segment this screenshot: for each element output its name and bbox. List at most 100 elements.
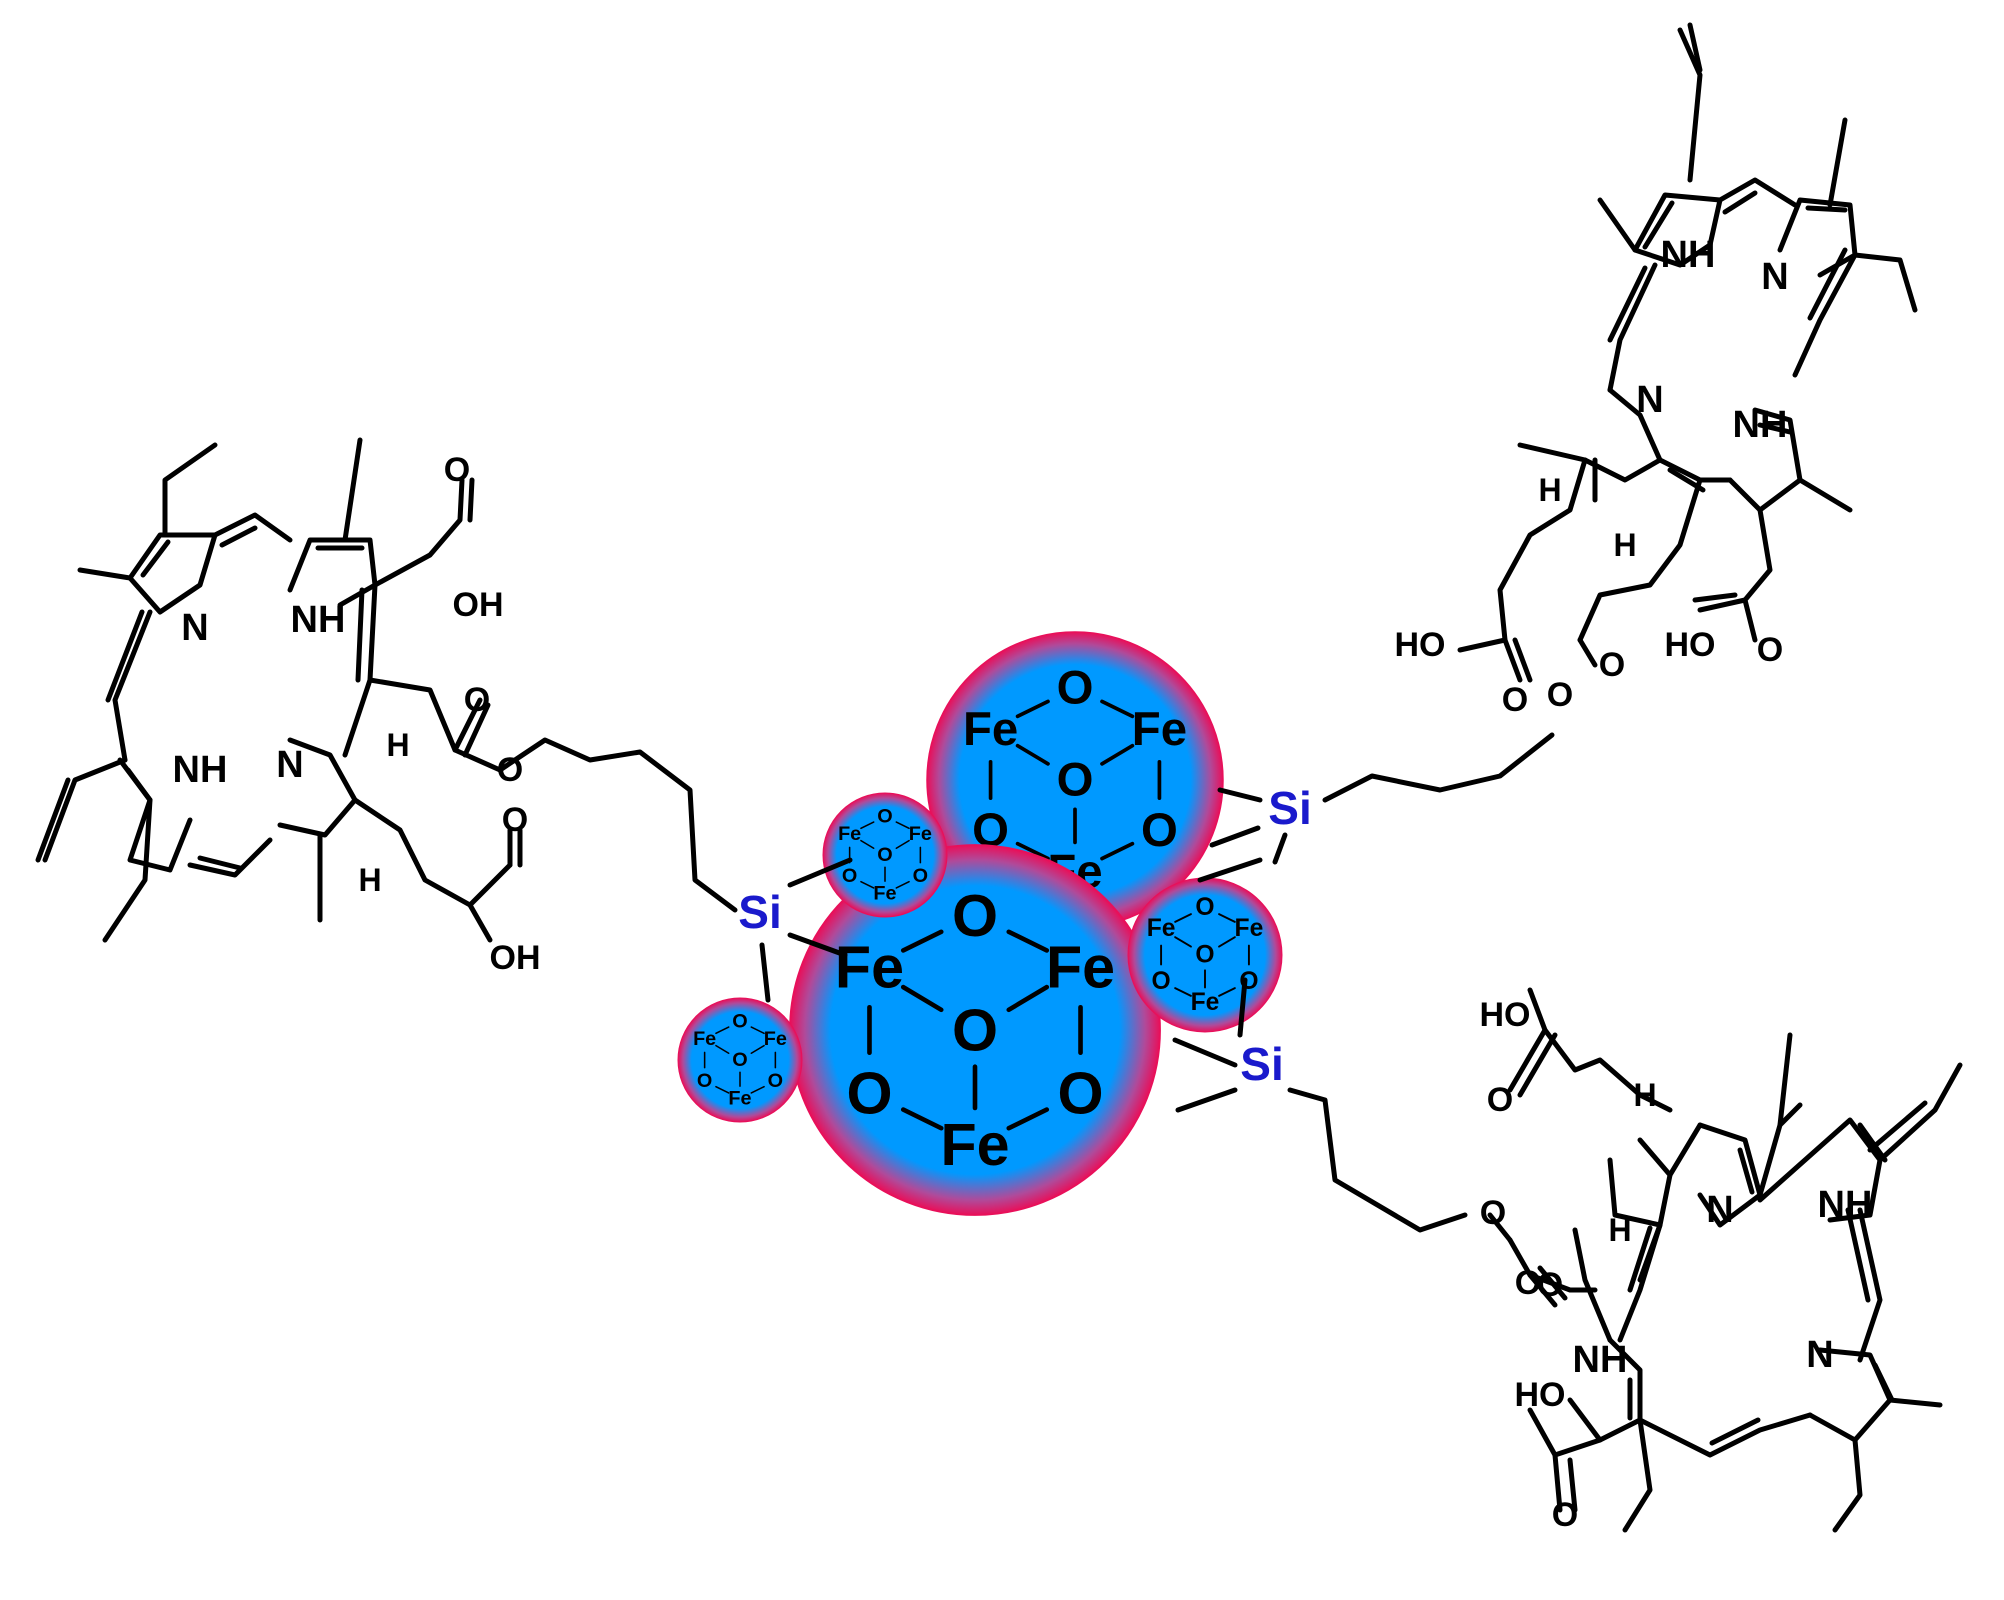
fe-o-bond xyxy=(1100,841,1135,861)
o-atom-label: O xyxy=(1195,894,1214,921)
n-atom-label: N xyxy=(1706,1189,1733,1231)
fe-o-bond xyxy=(750,1044,765,1055)
si-lower-bond xyxy=(1237,977,1248,1038)
fe-o-bond xyxy=(1174,936,1192,948)
o-atom-label: O xyxy=(497,751,523,789)
propyl-chain-lower xyxy=(1287,1087,1468,1233)
fe-o-bond xyxy=(1006,1107,1050,1131)
fe-o-bond xyxy=(900,1107,944,1131)
fe-atom-label: Fe xyxy=(1191,989,1220,1016)
nh-atom-label: NH xyxy=(173,749,228,791)
fe-o-bond xyxy=(860,839,875,850)
si-link-bond xyxy=(1197,857,1263,883)
o-atom-label: O xyxy=(1599,646,1625,684)
h-atom-label: H xyxy=(1538,472,1561,508)
fe-o-bond xyxy=(895,839,910,850)
fe-atom-label: Fe xyxy=(873,882,896,904)
fe-o-bond xyxy=(1015,699,1050,719)
ho-atom-label: HO xyxy=(1515,1376,1566,1414)
fe-o-bond xyxy=(1174,913,1192,923)
si-lower-bond xyxy=(1172,1037,1238,1068)
fe-atom-label: Fe xyxy=(1147,915,1176,942)
fe-o-bond xyxy=(715,1085,730,1094)
fe-atom-label: Fe xyxy=(1132,703,1187,756)
si-left-bond xyxy=(759,942,771,1003)
o-atom-label: O xyxy=(913,865,928,887)
o-atom-label: O xyxy=(877,844,892,866)
fe-o-bond xyxy=(1218,936,1236,948)
o-atom-label: O xyxy=(1552,1496,1578,1534)
propyl-chain-upper xyxy=(1322,732,1555,803)
fe-o-bond xyxy=(1100,699,1135,719)
oh-atom-label: OH xyxy=(490,939,541,977)
si-upper-bond xyxy=(1209,825,1261,848)
fe-o-bond xyxy=(860,821,875,830)
chlorin-molecule-left xyxy=(35,437,523,943)
si-lower-bond xyxy=(1175,1087,1238,1113)
o-atom-label: O xyxy=(768,1070,783,1092)
o-atom-label: O xyxy=(1487,1081,1513,1119)
o-atom-label: O xyxy=(952,882,998,949)
h-atom-label: H xyxy=(1633,1077,1656,1113)
o-atom-label: O xyxy=(1141,804,1178,857)
cluster-sphere xyxy=(822,792,948,918)
o-atom-label: O xyxy=(1480,1194,1506,1232)
fe-atom-label: Fe xyxy=(838,823,861,845)
cluster-sphere xyxy=(677,997,803,1123)
h-atom-label: H xyxy=(386,727,409,763)
nh-atom-label: NH xyxy=(1661,234,1716,276)
fe-atom-label: Fe xyxy=(693,1028,716,1050)
fe-o-bond xyxy=(715,1026,730,1035)
o-atom-label: O xyxy=(444,451,470,489)
fe-atom-label: Fe xyxy=(764,1028,787,1050)
oh-atom-label: OH xyxy=(453,586,504,624)
n-atom-label: N xyxy=(1636,379,1663,421)
o-atom-label: O xyxy=(1502,681,1528,719)
n-atom-label: N xyxy=(1761,256,1788,298)
si-atom-left: Si xyxy=(738,886,781,938)
fe-o-bond xyxy=(1174,987,1192,997)
silane-linkers xyxy=(497,732,1555,1233)
fe-atom-label: Fe xyxy=(1235,915,1264,942)
si-atom-upper: Si xyxy=(1268,782,1311,834)
nh-atom-label: NH xyxy=(1818,1184,1873,1226)
fe-atom-label: Fe xyxy=(728,1087,751,1109)
nh-atom-label: NH xyxy=(1733,404,1788,446)
n-atom-label: N xyxy=(276,744,303,786)
fe-atom-label: Fe xyxy=(940,1111,1009,1178)
fe-o-bond xyxy=(715,1044,730,1055)
si-atom-lower: Si xyxy=(1240,1038,1283,1090)
fe-o-bond xyxy=(1100,743,1135,766)
fe-o-bond xyxy=(895,880,910,889)
ho-atom-label: HO xyxy=(1480,996,1531,1034)
si-left-bond xyxy=(787,932,848,958)
fe-atom-label: Fe xyxy=(835,933,904,1000)
fe-o-bond xyxy=(860,880,875,889)
o-atom-label: O xyxy=(502,801,528,839)
fe-atom-label: Fe xyxy=(963,703,1018,756)
o-atom-label: O xyxy=(1537,1266,1563,1304)
fe-o-bond xyxy=(750,1026,765,1035)
o-atom-label: O xyxy=(952,997,998,1064)
propyl-chain-left xyxy=(497,737,738,913)
fe-o-bond xyxy=(900,929,944,953)
o-atom-label: O xyxy=(1547,676,1573,714)
n-atom-label: N xyxy=(181,607,208,649)
o-atom-label: O xyxy=(846,1060,892,1127)
nh-atom-label: NH xyxy=(291,599,346,641)
fe-atom-label: Fe xyxy=(1046,933,1115,1000)
fe-o-bond xyxy=(895,821,910,830)
fe-o-bond xyxy=(1218,913,1236,923)
h-atom-label: H xyxy=(1608,1212,1631,1248)
chlorin-molecule-lower-right xyxy=(1487,987,1963,1533)
o-atom-label: O xyxy=(697,1070,712,1092)
h-atom-label: H xyxy=(358,862,381,898)
ho-atom-label: HO xyxy=(1395,626,1446,664)
fe-o-bond xyxy=(1218,987,1236,997)
